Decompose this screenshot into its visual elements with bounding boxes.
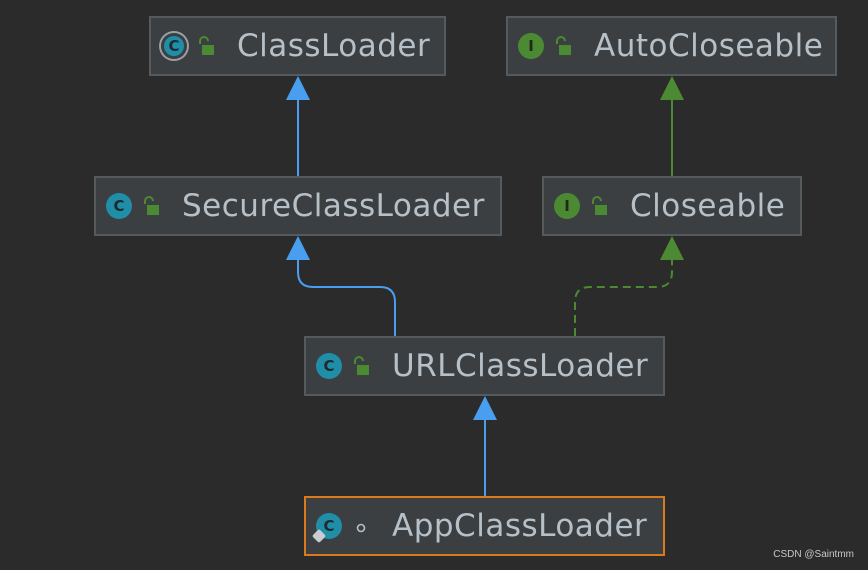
public-lock-icon (556, 36, 571, 55)
arrowhead-secureclassloader (286, 236, 310, 260)
public-lock-icon (354, 356, 369, 375)
arrowhead-autocloseable (660, 76, 684, 100)
class-icon-letter: C (323, 517, 335, 535)
arrowhead-classloader (286, 76, 310, 100)
abstract-class-icon: C (161, 33, 187, 59)
arrowhead-urlclassloader (473, 396, 497, 420)
public-lock-icon (144, 196, 159, 215)
class-icon: C (106, 193, 132, 219)
node-classloader[interactable]: C ClassLoader (149, 16, 446, 76)
edge-urlclassloader-extends-secureclassloader (297, 258, 396, 336)
node-secureclassloader[interactable]: C SecureClassLoader (94, 176, 502, 236)
node-appclassloader[interactable]: C AppClassLoader (304, 496, 665, 556)
public-lock-icon (199, 36, 214, 55)
class-name-label: SecureClassLoader (182, 188, 485, 224)
interface-icon: I (554, 193, 580, 219)
edge-urlclassloader-implements-closeable (574, 258, 673, 336)
interface-name-label: AutoCloseable (594, 28, 824, 64)
node-urlclassloader[interactable]: C URLClassLoader (304, 336, 665, 396)
class-name-label: AppClassLoader (392, 508, 648, 544)
class-name-label: URLClassLoader (392, 348, 649, 384)
package-private-dot-icon (356, 523, 366, 533)
node-autocloseable[interactable]: I AutoCloseable (506, 16, 837, 76)
watermark: CSDN @Saintmm (773, 549, 854, 560)
static-class-icon: C (311, 513, 342, 544)
public-lock-icon (592, 196, 607, 215)
node-closeable[interactable]: I Closeable (542, 176, 802, 236)
interface-icon: I (518, 33, 544, 59)
interface-name-label: Closeable (630, 188, 786, 224)
class-icon: C (316, 353, 342, 379)
arrowhead-closeable (660, 236, 684, 260)
class-name-label: ClassLoader (237, 28, 431, 64)
